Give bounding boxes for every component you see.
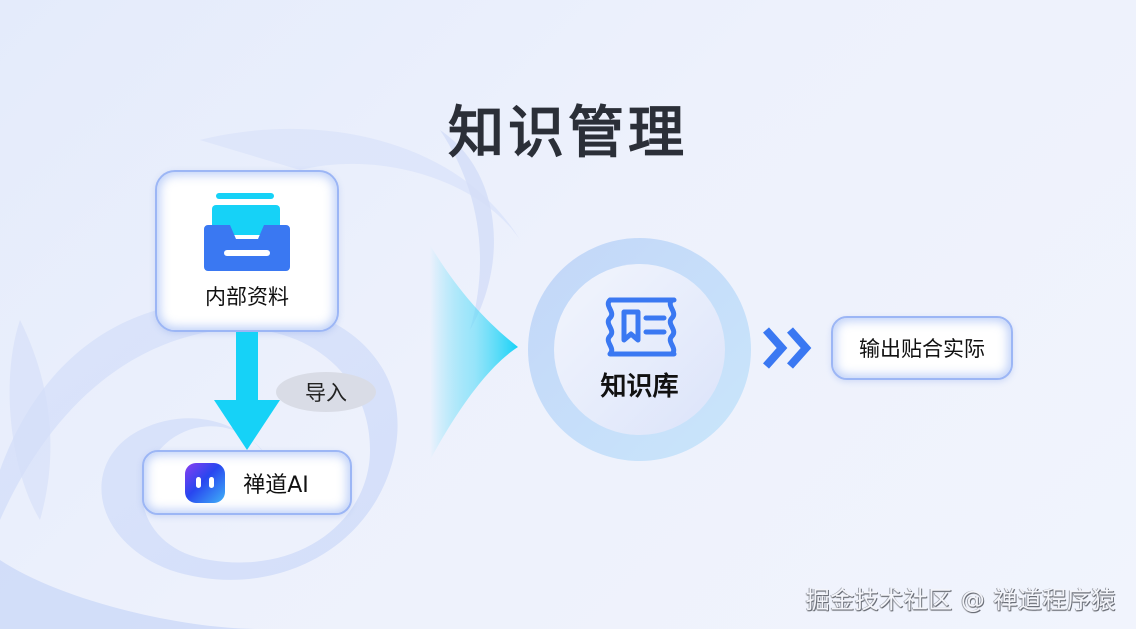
source-card: 内部资料	[155, 170, 339, 332]
inbox-tray-icon	[204, 193, 290, 271]
flow-arrow-icon	[430, 245, 518, 460]
double-chevron-right-icon	[763, 327, 812, 369]
page-title: 知识管理	[448, 101, 688, 166]
knowledge-base-label: 知识库	[600, 372, 679, 402]
ai-card: 禅道AI	[142, 450, 352, 515]
zentao-ai-logo-icon	[185, 462, 226, 503]
arrow-down-icon	[214, 332, 280, 450]
knowledge-base-node: 知识库	[554, 264, 725, 435]
import-step-label: 导入	[276, 372, 376, 412]
output-card: 输出贴合实际	[831, 316, 1013, 380]
watermark: 掘金技术社区 @ 禅道程序猿	[805, 586, 1116, 614]
book-bookmark-icon	[605, 297, 676, 357]
output-card-label: 输出贴合实际	[859, 337, 985, 361]
ai-card-label: 禅道AI	[243, 472, 309, 498]
source-card-label: 内部资料	[205, 285, 289, 309]
